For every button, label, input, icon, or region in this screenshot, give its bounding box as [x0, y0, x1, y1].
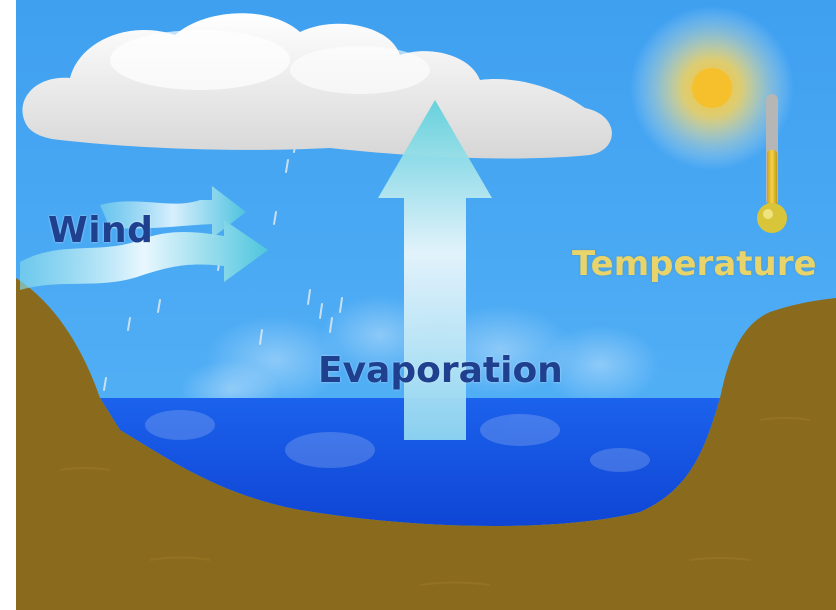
cloud-icon: [22, 13, 612, 159]
wind-label: Wind: [48, 210, 154, 251]
evaporation-arrow-icon: [378, 100, 492, 440]
temperature-label: Temperature: [572, 244, 817, 284]
evaporation-label: Evaporation: [318, 350, 563, 391]
water-reflections: [145, 410, 650, 472]
ground: [16, 278, 836, 610]
thermometer-icon: [757, 94, 787, 233]
water-body: [100, 398, 720, 527]
sun-icon: [630, 6, 794, 170]
frame-left-strip: [0, 0, 16, 610]
ground-texture: [59, 417, 811, 586]
wind-arrow-icon: [20, 186, 268, 290]
